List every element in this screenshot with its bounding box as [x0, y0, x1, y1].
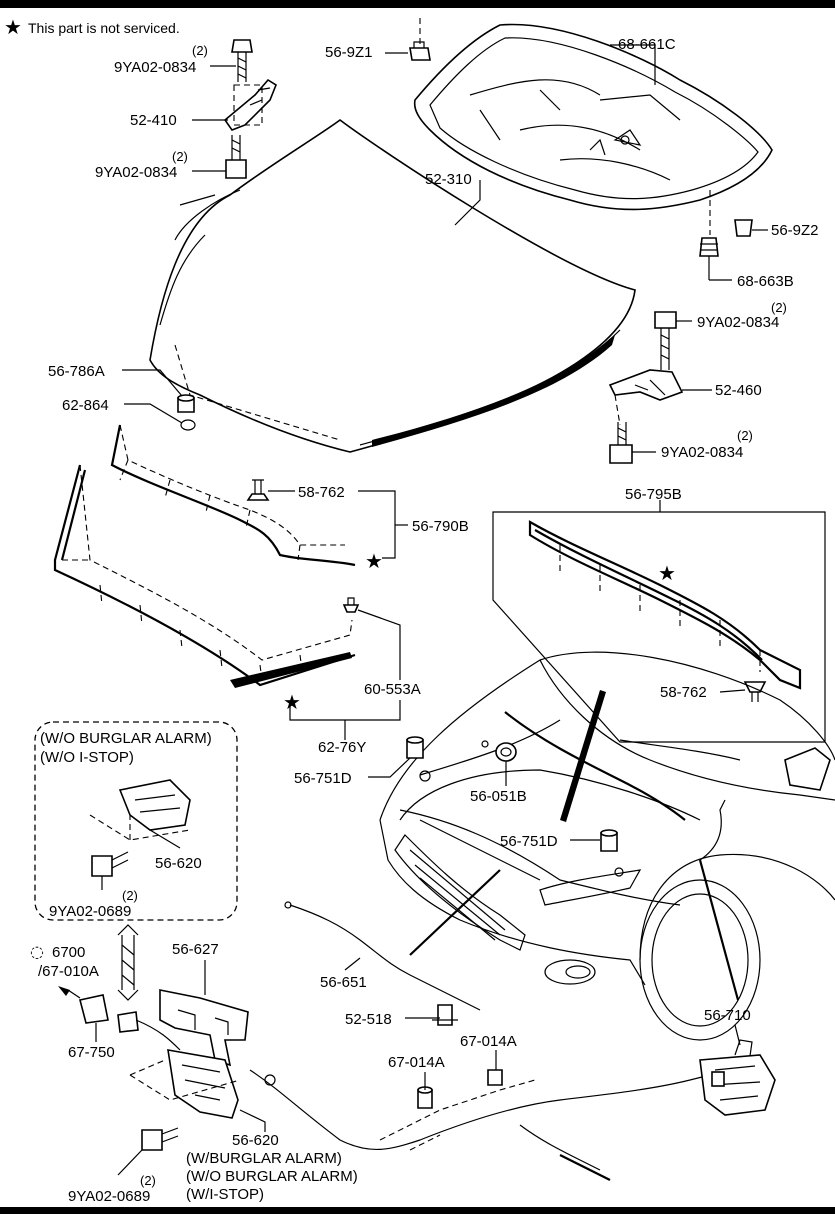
bottom-border	[0, 1207, 835, 1214]
option-box-no-alarm	[34, 721, 238, 921]
connector-67-750	[117, 1011, 181, 1051]
plug-62-864	[180, 419, 196, 431]
weatherstrip-56-795b	[528, 520, 802, 690]
part-label-6700: 6700	[52, 944, 85, 961]
cushion-56-751d-lower	[600, 829, 618, 852]
qty-label: (2)	[737, 428, 753, 443]
part-label-67-014a: 67-014A	[460, 1033, 517, 1050]
clip-58-762-right	[743, 681, 767, 702]
bolt-mid-left	[225, 135, 247, 179]
header-note: This part is not serviced.	[28, 20, 180, 36]
part-label-67-014a: 67-014A	[388, 1054, 445, 1071]
clip-56-9z1	[409, 41, 431, 61]
clip-67-014a-right	[487, 1069, 503, 1086]
part-label-56-786a: 56-786A	[48, 363, 105, 380]
bolt-lower-right	[609, 422, 633, 464]
part-label-52-460: 52-460	[715, 382, 762, 399]
qty-label: (2)	[771, 300, 787, 315]
bolt-top-left	[231, 39, 253, 82]
part-label-9ya02-0834: 9YA02-0834	[114, 59, 196, 76]
circle-icon: ◌	[30, 942, 44, 961]
clip-56-9z2	[734, 219, 753, 237]
hole-marker	[614, 867, 624, 877]
arrow-6700	[117, 924, 139, 1001]
car-front-view	[379, 651, 835, 1041]
cushion-56-751d-upper	[406, 736, 424, 759]
bolt-56-620-lower	[141, 1127, 179, 1151]
clip-52-518	[432, 1004, 458, 1026]
leader-lines	[95, 44, 768, 1176]
part-label-62-76y: 62-76Y	[318, 739, 366, 756]
part-label-9ya02-0689: 9YA02-0689	[68, 1188, 150, 1205]
part-label-9ya02-0834: 9YA02-0834	[95, 164, 177, 181]
seal-62-76y	[53, 464, 356, 688]
star-icon: ★	[658, 561, 676, 585]
part-label-56-710: 56-710	[704, 1007, 751, 1024]
bracket-56-627	[159, 989, 249, 1067]
qty-label: (2)	[192, 43, 208, 58]
grommet-56-051b	[495, 742, 517, 762]
part-label-52-410: 52-410	[130, 112, 177, 129]
box-56-795b	[492, 511, 826, 743]
part-label-68-663b: 68-663B	[737, 273, 794, 290]
bolt-upper-right	[654, 311, 677, 370]
grommet-68-663b	[699, 237, 719, 257]
part-label-56-795b: 56-795B	[625, 486, 682, 503]
qty-label: (2)	[122, 888, 138, 903]
part-label-56-627: 56-627	[172, 941, 219, 958]
part-label-52-310: 52-310	[425, 171, 472, 188]
part-label-56-620: 56-620	[232, 1132, 279, 1149]
clip-67-014a-left	[417, 1086, 433, 1109]
part-label-60-553a: 60-553A	[364, 681, 421, 698]
qty-label: (2)	[140, 1173, 156, 1188]
cable-route-dashes	[379, 1079, 536, 1151]
part-label-52-518: 52-518	[345, 1011, 392, 1028]
part-label-58-762: 58-762	[298, 484, 345, 501]
part-label-9ya02-0834: 9YA02-0834	[697, 314, 779, 331]
part-label-9ya02-0834: 9YA02-0834	[661, 444, 743, 461]
weatherstrip-56-790b	[110, 424, 356, 567]
part-label-58-762: 58-762	[660, 684, 707, 701]
hinge-52-410	[223, 78, 277, 131]
star-icon: ★	[4, 15, 22, 39]
hole-marker	[481, 740, 489, 748]
part-label-56-651: 56-651	[320, 974, 367, 991]
condition-label: (W/I-STOP)	[186, 1186, 264, 1203]
qty-label: (2)	[172, 149, 188, 164]
part-label-56-051b: 56-051B	[470, 788, 527, 805]
part-label-56-9z1: 56-9Z1	[325, 44, 373, 61]
part-label-9ya02-0689: 9YA02-0689	[49, 903, 131, 920]
part-label-62-864: 62-864	[62, 397, 109, 414]
switch-67-750	[58, 986, 109, 1024]
hood-panel	[149, 119, 636, 453]
option-box-line-2: (W/O I-STOP)	[40, 749, 134, 766]
condition-label: (W/BURGLAR ALARM)	[186, 1150, 342, 1167]
part-label-56-751d: 56-751D	[294, 770, 352, 787]
option-box-line-1: (W/O BURGLAR ALARM)	[40, 730, 212, 747]
part-label-56-790b: 56-790B	[412, 518, 469, 535]
hood-latch-56-620-lower	[129, 1049, 241, 1119]
part-label-56-620: 56-620	[155, 855, 202, 872]
star-icon: ★	[365, 549, 383, 573]
bolt-56-620-upper	[91, 851, 129, 877]
part-label-67-750: 67-750	[68, 1044, 115, 1061]
condition-label: (W/O BURGLAR ALARM)	[186, 1168, 358, 1185]
star-icon: ★	[283, 690, 301, 714]
hole-marker	[419, 770, 431, 782]
clip-60-553a	[342, 597, 360, 613]
part-label-68-661c: 68-661C	[618, 36, 676, 53]
part-label-56-751d: 56-751D	[500, 833, 558, 850]
part-label-56-9z2: 56-9Z2	[771, 222, 819, 239]
hinge-52-460	[608, 369, 684, 426]
top-border	[0, 0, 835, 8]
hood-insulator	[413, 23, 773, 211]
release-cable-56-651	[249, 901, 711, 1181]
hood-latch-56-620-upper	[89, 779, 191, 841]
hood-lock-56-710	[699, 1039, 776, 1116]
cushion-56-786a	[177, 394, 195, 413]
part-label-67-010a: /67-010A	[38, 963, 99, 980]
clip-58-762-left	[246, 479, 270, 501]
